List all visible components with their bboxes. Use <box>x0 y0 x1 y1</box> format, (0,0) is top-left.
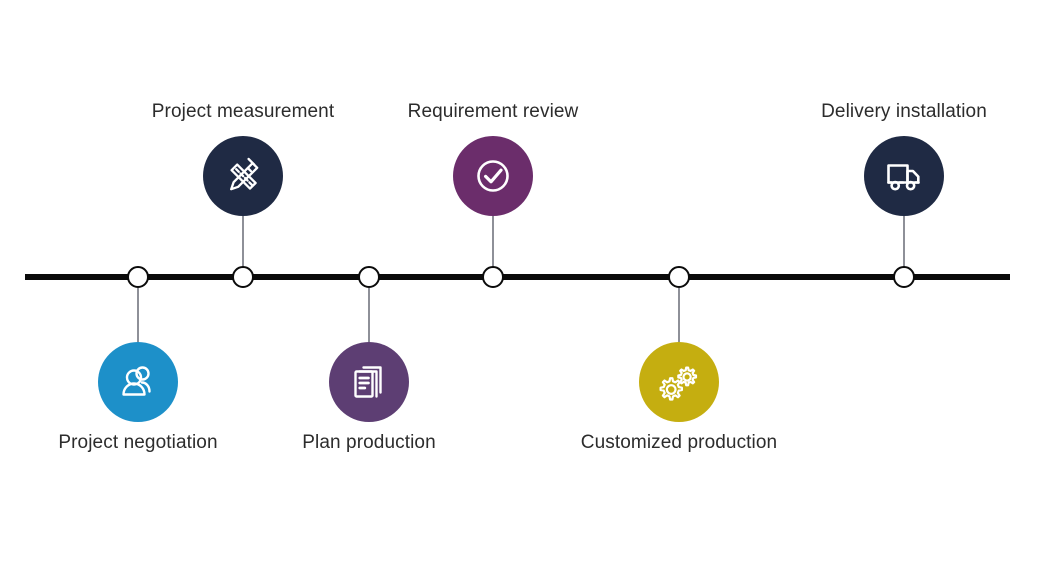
people-icon <box>116 360 160 404</box>
connector-stem-3 <box>368 288 370 342</box>
stage-icon-bubble-delivery-installation[interactable] <box>864 136 944 216</box>
pencil-ruler-icon <box>221 154 265 198</box>
connector-stem-5 <box>678 288 680 342</box>
timeline-node-6[interactable] <box>893 266 915 288</box>
stage-label-customized-production: Customized production <box>580 432 778 453</box>
timeline-node-1[interactable] <box>127 266 149 288</box>
stage-icon-bubble-project-negotiation[interactable] <box>98 342 178 422</box>
stage-label-plan-production: Plan production <box>302 432 436 453</box>
connector-stem-1 <box>137 288 139 342</box>
timeline-node-2[interactable] <box>232 266 254 288</box>
truck-icon <box>882 154 926 198</box>
gears-icon <box>657 360 701 404</box>
stage-label-requirement-review: Requirement review <box>407 101 579 122</box>
stage-icon-bubble-requirement-review[interactable] <box>453 136 533 216</box>
stage-label-project-measurement: Project measurement <box>151 101 335 122</box>
connector-stem-6 <box>903 216 905 268</box>
timeline-axis <box>25 274 1010 280</box>
stage-label-delivery-installation: Delivery installation <box>821 101 987 122</box>
connector-stem-4 <box>492 216 494 268</box>
check-circle-icon <box>471 154 515 198</box>
stage-icon-bubble-customized-production[interactable] <box>639 342 719 422</box>
stage-label-project-negotiation: Project negotiation <box>58 432 218 453</box>
connector-stem-2 <box>242 216 244 268</box>
stage-icon-bubble-project-measurement[interactable] <box>203 136 283 216</box>
timeline-node-4[interactable] <box>482 266 504 288</box>
timeline-node-3[interactable] <box>358 266 380 288</box>
timeline-node-5[interactable] <box>668 266 690 288</box>
documents-icon <box>347 360 391 404</box>
stage-icon-bubble-plan-production[interactable] <box>329 342 409 422</box>
